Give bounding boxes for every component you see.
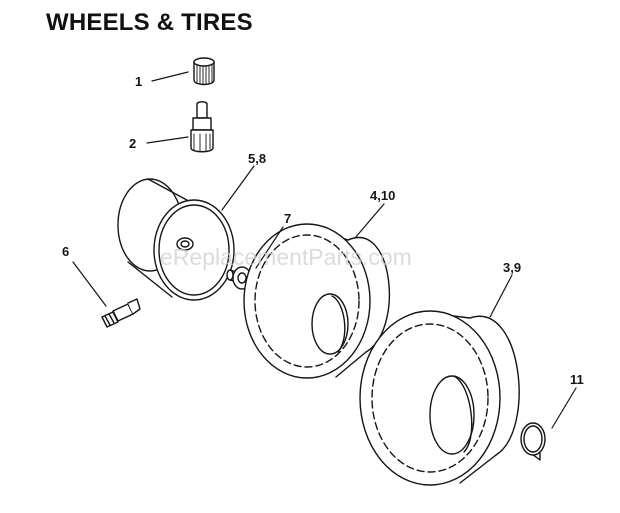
callout-4-10: 4,10 [370,188,396,203]
callout-7: 7 [284,211,292,226]
hub-cap [520,422,546,461]
callout-11: 11 [570,372,584,387]
watermark: eReplacementParts.com [160,244,412,270]
front-tire [243,223,391,379]
valve-cap [193,57,215,86]
wheel-rim [117,178,235,301]
callout-1: 1 [135,74,143,89]
callout-2: 2 [129,136,137,151]
callout-6: 6 [62,244,70,259]
valve-stem [190,101,214,153]
diagram-title: WHEELS & TIRES [46,9,253,36]
callout-3-9: 3,9 [503,260,522,275]
callout-5-8: 5,8 [248,151,267,166]
leader-lines [72,71,577,429]
grease-fitting [101,298,141,328]
rear-tire [359,310,520,486]
